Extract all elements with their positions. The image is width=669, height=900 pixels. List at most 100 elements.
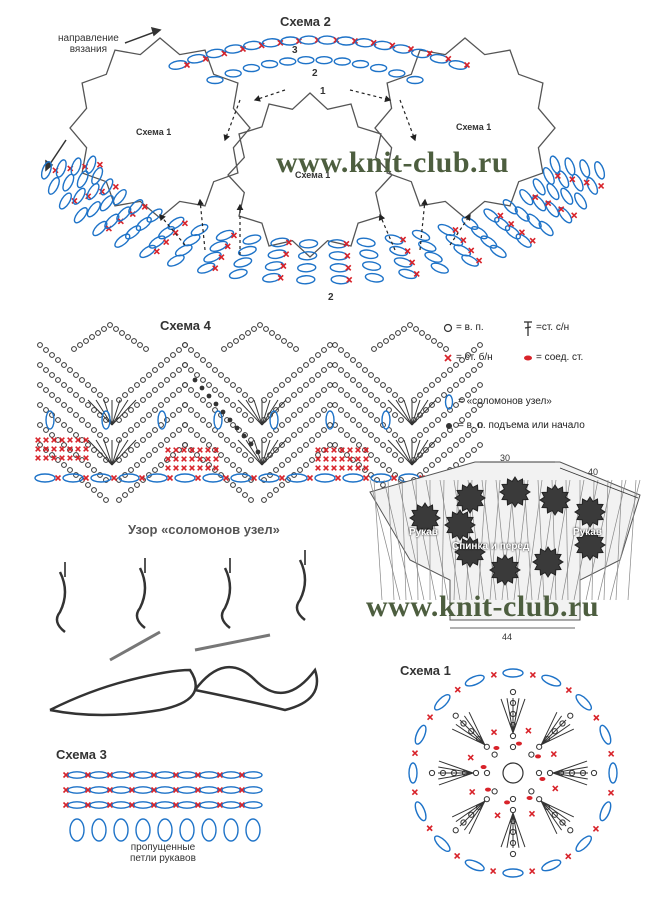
chain-stitch-mark bbox=[206, 442, 212, 448]
chain-stitch-mark bbox=[37, 362, 43, 368]
chain-stitch-mark bbox=[293, 346, 299, 352]
sc-mark bbox=[150, 771, 158, 779]
chain-stitch-mark bbox=[309, 437, 315, 443]
chain-stitch-mark bbox=[134, 382, 140, 388]
chain-loop bbox=[139, 244, 157, 259]
chain-stitch-mark bbox=[85, 462, 91, 468]
sc-mark bbox=[323, 456, 329, 462]
sc-mark bbox=[346, 276, 353, 283]
chain-loop bbox=[91, 818, 107, 842]
chain-stitch-mark bbox=[374, 417, 380, 423]
chain-stitch-mark bbox=[103, 397, 109, 403]
chain-loop bbox=[262, 272, 282, 283]
sc-mark bbox=[258, 42, 265, 49]
chain-stitch-mark bbox=[73, 452, 79, 458]
chain-stitch-mark bbox=[242, 412, 248, 418]
chain-stitch-mark bbox=[559, 720, 566, 727]
chain-stitch-mark bbox=[236, 467, 242, 473]
sc-mark bbox=[54, 474, 62, 482]
chain-loop bbox=[221, 771, 241, 779]
turning-chain-mark bbox=[220, 409, 226, 415]
chain-stitch-mark bbox=[128, 447, 134, 453]
sc-mark bbox=[400, 236, 407, 243]
chain-loop bbox=[448, 60, 468, 70]
dc-mark bbox=[500, 698, 514, 734]
chain-stitch-mark bbox=[315, 392, 321, 398]
chain-stitch-mark bbox=[43, 347, 49, 353]
chain-stitch-mark bbox=[170, 392, 176, 398]
chain-stitch-mark bbox=[134, 422, 140, 428]
chain-loop bbox=[330, 275, 350, 285]
sc-mark bbox=[277, 39, 284, 46]
sc-mark bbox=[565, 853, 572, 860]
chain-stitch-mark bbox=[344, 432, 350, 438]
sc-mark bbox=[355, 465, 361, 471]
chain-loop bbox=[388, 69, 406, 78]
sc-mark bbox=[339, 465, 345, 471]
chain-loop bbox=[564, 157, 576, 176]
dc-mark bbox=[411, 399, 429, 426]
chain-loop bbox=[221, 801, 241, 809]
schema2-arrows bbox=[159, 89, 471, 255]
chain-loop bbox=[599, 801, 612, 822]
chain-stitch-mark bbox=[273, 387, 279, 393]
chain-stitch-mark bbox=[368, 412, 374, 418]
sc-mark bbox=[172, 771, 180, 779]
chain-loop bbox=[297, 263, 317, 273]
chain-stitch-mark bbox=[152, 447, 158, 453]
chain-stitch-mark bbox=[441, 452, 447, 458]
turning-chain-mark bbox=[199, 385, 205, 391]
schema3-note-line1: пропущенные bbox=[130, 842, 196, 853]
chain-stitch-mark bbox=[49, 372, 55, 378]
chain-stitch-mark bbox=[170, 412, 176, 418]
chain-loop bbox=[328, 251, 349, 261]
sc-mark bbox=[426, 825, 433, 832]
chain-loop bbox=[133, 801, 153, 809]
chain-loop bbox=[114, 233, 131, 248]
chain-loop bbox=[342, 473, 364, 483]
chain-stitch-mark bbox=[291, 412, 297, 418]
turning-chain-mark bbox=[255, 449, 261, 455]
chain-stitch-mark bbox=[465, 392, 471, 398]
chain-stitch-mark bbox=[43, 407, 49, 413]
chain-loop bbox=[99, 195, 114, 212]
chain-stitch-mark bbox=[182, 382, 188, 388]
chain-loop bbox=[329, 263, 349, 273]
chain-stitch-mark bbox=[468, 811, 475, 818]
chain-stitch-mark bbox=[146, 452, 152, 458]
turning-chain-mark bbox=[213, 401, 219, 407]
sc-mark bbox=[529, 237, 536, 244]
motif-mark bbox=[532, 546, 564, 578]
chain-stitch-mark bbox=[441, 392, 447, 398]
chain-stitch-mark bbox=[435, 437, 441, 443]
chain-stitch-mark bbox=[176, 347, 182, 353]
chain-stitch-mark bbox=[401, 326, 407, 332]
chain-stitch-mark bbox=[267, 392, 273, 398]
chain-loop bbox=[296, 275, 316, 285]
sc-mark bbox=[529, 868, 536, 875]
slip-stitch-mark bbox=[504, 800, 511, 805]
chain-stitch-mark bbox=[453, 402, 459, 408]
chain-stitch-mark bbox=[321, 387, 327, 393]
sc-mark bbox=[390, 474, 398, 482]
chain-stitch-mark bbox=[465, 432, 471, 438]
sc-mark bbox=[43, 455, 49, 461]
chain-stitch-mark bbox=[206, 382, 212, 388]
chain-stitch-mark bbox=[465, 352, 471, 358]
motif-mark bbox=[409, 502, 441, 534]
sc-mark bbox=[490, 867, 497, 875]
sc-mark bbox=[426, 714, 434, 721]
chain-loop bbox=[228, 268, 248, 280]
chain-stitch-mark bbox=[221, 346, 227, 352]
chain-stitch-mark bbox=[275, 334, 281, 340]
mesh-line bbox=[477, 479, 487, 601]
dc-mark bbox=[261, 399, 279, 426]
dc-mark bbox=[541, 800, 575, 818]
sc-mark bbox=[165, 465, 171, 471]
chain-stitch-mark bbox=[97, 432, 103, 438]
chain-loop bbox=[69, 818, 85, 842]
dc-mark bbox=[411, 399, 437, 426]
chain-stitch-mark bbox=[49, 392, 55, 398]
chain-stitch-mark bbox=[423, 427, 429, 433]
